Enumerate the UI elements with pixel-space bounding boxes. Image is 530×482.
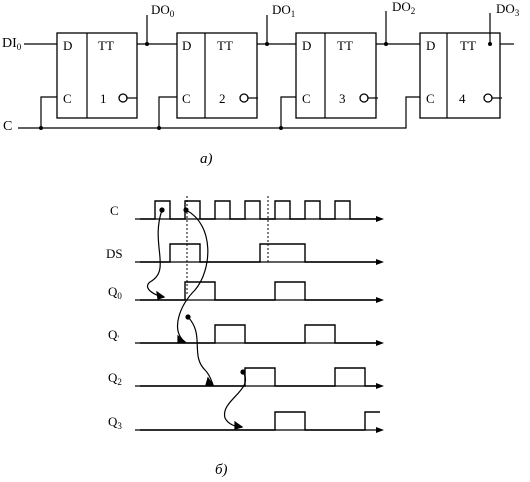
svg-text:TT: TT (460, 38, 476, 53)
signal-waveform (140, 200, 380, 220)
causal-arrows (146, 207, 246, 430)
junction-clock-1 (39, 126, 43, 130)
circuit-diagram: DI0 C D TT C 1 DO0 D TT C (2, 0, 520, 167)
clock-ff2 (158, 96, 177, 128)
flipflop-2: D TT C 2 (176, 32, 258, 119)
axis-arrowhead (376, 427, 384, 433)
signal-label: C (110, 203, 119, 218)
signal-waveform (140, 243, 380, 263)
svg-text:2: 2 (219, 91, 226, 106)
svg-text:D: D (302, 38, 311, 53)
svg-text:C: C (63, 91, 72, 106)
svg-text:4: 4 (459, 91, 466, 106)
signal-waveform (140, 411, 380, 431)
svg-text:C: C (426, 91, 435, 106)
signal-label: Q' (108, 327, 119, 344)
output-label-2: DO1 (272, 2, 295, 19)
junction-out-1 (145, 42, 149, 46)
svg-text:C: C (302, 91, 311, 106)
clock-ff3 (280, 96, 296, 128)
clock-ff1 (40, 96, 57, 128)
flipflop-1: D TT C 1 (56, 32, 138, 119)
signal-label: Q3 (108, 414, 122, 431)
svg-text:TT: TT (217, 38, 233, 53)
output-label-1: DO0 (151, 2, 175, 19)
clock-bus (18, 96, 420, 129)
signal-label: Q0 (108, 284, 122, 301)
output-label-3: DO2 (392, 0, 415, 16)
svg-text:TT: TT (337, 38, 353, 53)
signal-waveforms (140, 200, 380, 431)
signal-label: DS (106, 246, 123, 261)
flipflop-3: D TT C 3 (295, 32, 378, 119)
svg-text:D: D (63, 38, 72, 53)
output-label-4: DO3 (496, 1, 520, 18)
flipflop-4: D TT C 4 (419, 32, 502, 119)
caption-b: б) (215, 462, 228, 478)
signal-waveform (140, 324, 380, 344)
input-label: DI0 (2, 36, 22, 52)
caption-a: а) (200, 151, 213, 167)
svg-text:C: C (182, 91, 191, 106)
signal-label: Q2 (108, 370, 122, 387)
svg-text:1: 1 (100, 91, 107, 106)
signal-waveform (140, 367, 380, 387)
svg-text:D: D (182, 38, 191, 53)
signal-waveform (140, 281, 380, 301)
svg-text:TT: TT (98, 38, 114, 53)
svg-text:3: 3 (339, 91, 346, 106)
svg-text:D: D (426, 38, 435, 53)
clock-label: C (3, 119, 12, 134)
